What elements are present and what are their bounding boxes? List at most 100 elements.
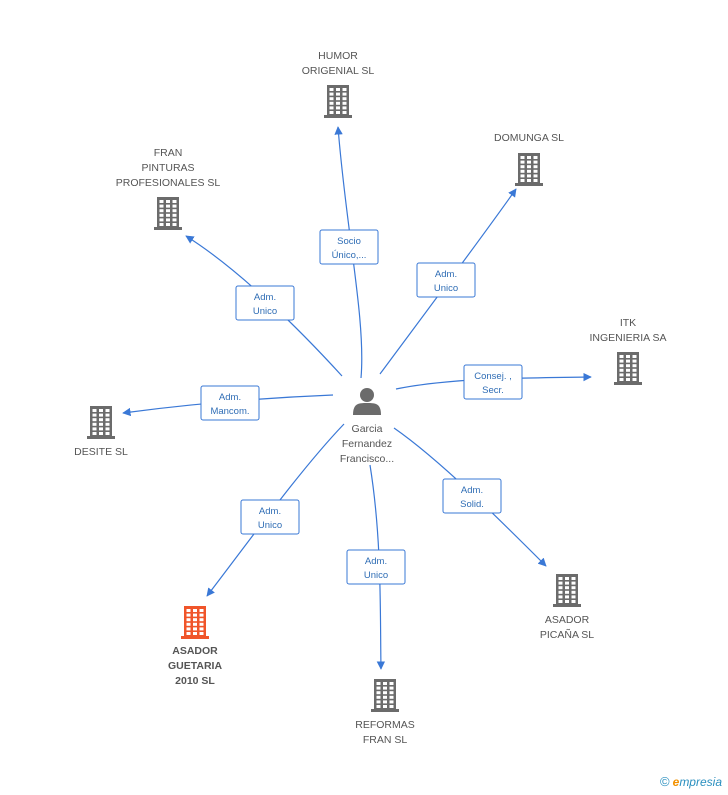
building-window — [159, 218, 164, 222]
company-label-reformas-line: FRAN SL — [363, 734, 408, 746]
building-window — [172, 213, 177, 217]
edge-label-box — [442, 478, 502, 514]
company-label-desite-line: DESITE SL — [74, 446, 128, 458]
building-window — [571, 581, 576, 585]
building-window — [565, 581, 569, 585]
building-window — [92, 422, 97, 426]
building-icon[interactable] — [553, 574, 581, 607]
building-window — [389, 686, 394, 690]
building-window — [619, 368, 624, 372]
building-window — [199, 622, 204, 626]
edge-label-guetaria[interactable]: Adm.Unico — [240, 499, 300, 535]
building-window — [389, 705, 394, 708]
building-window — [520, 165, 525, 169]
building-icon[interactable] — [371, 679, 399, 712]
edge-label-box — [463, 364, 523, 400]
company-label-picana-line: PICAÑA SL — [540, 628, 594, 641]
edge-label-text: Adm.Unico — [253, 292, 277, 317]
building-window — [533, 179, 538, 182]
building-window — [92, 413, 97, 417]
building-window — [632, 364, 637, 368]
building-icon[interactable] — [614, 352, 642, 385]
building-window — [565, 590, 569, 594]
building-window — [99, 422, 103, 426]
building-window — [626, 368, 630, 372]
building-base — [154, 227, 182, 230]
person-icon[interactable] — [353, 388, 381, 415]
building-window — [105, 427, 110, 431]
edge-label-line: Unico — [364, 570, 388, 581]
building-window — [520, 156, 525, 159]
edge-label-domunga[interactable]: Adm.Unico — [416, 262, 476, 298]
building-window — [376, 700, 381, 704]
edge-label-fran[interactable]: Adm.Unico — [235, 285, 295, 321]
building-window — [376, 705, 381, 708]
building-window — [166, 209, 170, 213]
edge-label-line: Adm. — [365, 556, 387, 567]
building-window — [383, 705, 387, 708]
building-window — [105, 409, 110, 412]
building-window — [186, 609, 191, 612]
building-icon[interactable] — [154, 197, 182, 230]
edge-label-line: Consej. , — [474, 371, 512, 382]
company-label-humor-line: HUMOR — [318, 50, 358, 62]
building-base — [87, 436, 115, 439]
company-label-domunga-line: DOMUNGA SL — [494, 132, 564, 144]
building-window — [619, 364, 624, 368]
building-window — [159, 200, 164, 203]
building-window — [632, 359, 637, 363]
building-icon[interactable] — [87, 406, 115, 439]
building-window — [92, 409, 97, 412]
edge-label-text: Adm.Unico — [434, 269, 458, 294]
building-icon[interactable] — [324, 85, 352, 118]
edge-label-line: Socio — [337, 236, 361, 247]
building-icon[interactable] — [181, 606, 209, 639]
building-window — [172, 200, 177, 203]
building-window — [520, 179, 525, 182]
company-label-picana-line: ASADOR — [545, 614, 590, 626]
edge-label-picana[interactable]: Adm.Solid. — [442, 478, 502, 514]
company-label-itk-line: ITK — [620, 317, 636, 329]
edge-label-line: Secr. — [482, 385, 504, 396]
edge-label-line: Unico — [434, 283, 458, 294]
building-window — [389, 691, 394, 695]
building-window — [342, 111, 347, 114]
company-label-desite: DESITE SL — [74, 446, 128, 458]
edge-label-line: Adm. — [259, 506, 281, 517]
building-window — [329, 88, 334, 91]
building-window — [558, 600, 563, 603]
edge-label-desite[interactable]: Adm.Mancom. — [200, 385, 260, 421]
building-window — [632, 373, 637, 377]
building-base — [324, 115, 352, 118]
building-window — [565, 577, 569, 580]
edge-label-line: Único,... — [332, 250, 367, 261]
building-base — [181, 636, 209, 639]
building-window — [376, 686, 381, 690]
edge-label-itk[interactable]: Consej. , Secr. — [463, 364, 523, 400]
edge-label-line: Solid. — [460, 499, 484, 510]
building-window — [199, 613, 204, 617]
building-window — [336, 97, 340, 101]
building-window — [376, 695, 381, 699]
building-window — [99, 413, 103, 417]
building-window — [383, 691, 387, 695]
building-icon[interactable] — [515, 153, 543, 186]
edge-label-reformas[interactable]: Adm. Unico — [346, 549, 406, 585]
company-label-picana: ASADOR PICAÑA SL — [540, 614, 594, 641]
copyright-symbol: © — [660, 774, 670, 789]
building-window — [336, 106, 340, 110]
company-label-fran-line: FRAN — [154, 147, 183, 159]
building-window — [571, 577, 576, 580]
building-window — [159, 223, 164, 226]
person-body — [353, 403, 381, 415]
building-window — [193, 613, 197, 617]
edge-label-line: Mancom. — [210, 406, 249, 417]
building-window — [166, 204, 170, 208]
edge-label-line: Unico — [253, 306, 277, 317]
building-window — [172, 218, 177, 222]
building-window — [342, 97, 347, 101]
